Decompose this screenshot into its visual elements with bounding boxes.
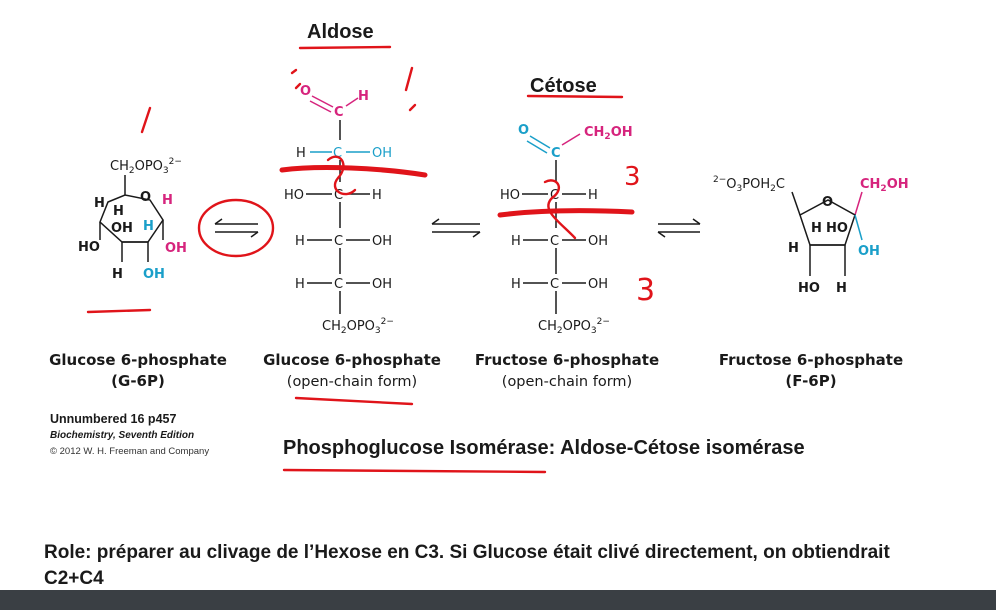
svg-text:H: H — [296, 146, 306, 161]
video-control-bar[interactable] — [0, 590, 996, 610]
enzyme-title: Phosphoglucose Isomérase: Aldose-Cétose … — [283, 437, 805, 459]
cut-mark-cetose — [543, 179, 577, 240]
svg-text:OH: OH — [372, 146, 392, 161]
reaction-diagram: Aldose Cétose CH2OPO32− O H H OH H H OH … — [49, 21, 909, 474]
reference-line-1: Unnumbered 16 p457 — [50, 412, 177, 426]
svg-text:H: H — [113, 204, 124, 219]
svg-text:CH2OH: CH2OH — [860, 177, 909, 194]
svg-text:HO: HO — [500, 188, 520, 203]
svg-text:H: H — [94, 196, 105, 211]
svg-text:O: O — [518, 123, 529, 138]
svg-text:C: C — [550, 234, 559, 249]
svg-text:OH: OH — [111, 221, 133, 236]
svg-text:OH: OH — [588, 234, 608, 249]
svg-text:H: H — [295, 234, 305, 249]
annotation-stroke-1 — [140, 106, 152, 134]
svg-text:HO: HO — [826, 221, 848, 236]
annotation-three-top: 3 — [624, 162, 641, 192]
glucose-6-phosphate-open-chain: O C H H C OH HO C H H C OH H C OH CH2OPO — [284, 84, 394, 336]
fructose-6-phosphate-open-chain: O C CH2OH HO C H H C OH H C OH CH2OPO32− — [500, 123, 633, 336]
svg-text:H: H — [372, 188, 382, 203]
svg-text:H: H — [112, 267, 123, 282]
caption-g6p-open-sub: (open-chain form) — [287, 374, 417, 390]
heading-aldose: Aldose — [307, 21, 374, 43]
annotation-three-bottom: 3 — [636, 273, 655, 308]
caption-f6p-open-sub: (open-chain form) — [502, 374, 632, 390]
svg-text:H: H — [511, 277, 521, 292]
svg-text:H: H — [511, 234, 521, 249]
svg-text:OH: OH — [588, 277, 608, 292]
underline-cetose — [526, 94, 624, 99]
equilibrium-arrow-3 — [657, 218, 701, 238]
svg-text:OH: OH — [165, 241, 187, 256]
cut-mark-aldose — [326, 155, 357, 196]
svg-text:HO: HO — [78, 240, 100, 255]
svg-text:O: O — [822, 195, 833, 210]
annotation-dashes — [290, 68, 302, 90]
caption-g6p-sub: (G-6P) — [111, 372, 165, 390]
svg-text:OH: OH — [858, 244, 880, 259]
svg-text:C: C — [334, 277, 343, 292]
svg-text:OH: OH — [372, 277, 392, 292]
svg-text:HO: HO — [284, 188, 304, 203]
svg-text:CH2OPO32−: CH2OPO32− — [538, 317, 610, 336]
svg-text:H: H — [836, 281, 847, 296]
caption-f6p-title: Fructose 6-phosphate — [719, 351, 903, 369]
svg-text:H: H — [358, 89, 369, 104]
annotation-dot — [408, 103, 417, 112]
cut-line-cetose — [497, 208, 635, 218]
svg-text:O: O — [300, 84, 311, 99]
svg-text:CH2OPO32−: CH2OPO32− — [322, 317, 394, 336]
svg-text:HO: HO — [798, 281, 820, 296]
svg-text:H: H — [143, 219, 154, 234]
equilibrium-arrow-2 — [431, 218, 481, 238]
underline-open-chain — [294, 396, 414, 406]
heading-cetose: Cétose — [530, 75, 597, 97]
svg-text:C: C — [334, 105, 344, 120]
reference-line-2: Biochemistry, Seventh Edition — [50, 430, 195, 441]
underline-aldose — [298, 45, 392, 50]
svg-text:C: C — [551, 146, 561, 161]
glucose-6-phosphate-ring: CH2OPO32− O H H OH H H OH HO H OH — [78, 157, 187, 282]
svg-text:H: H — [162, 193, 173, 208]
svg-text:C: C — [334, 188, 343, 203]
svg-text:H: H — [295, 277, 305, 292]
svg-text:H: H — [788, 241, 799, 256]
svg-text:H: H — [588, 188, 598, 203]
svg-text:O: O — [140, 190, 151, 205]
svg-text:H: H — [811, 221, 822, 236]
svg-text:C: C — [550, 277, 559, 292]
caption-g6p-title: Glucose 6-phosphate — [49, 351, 227, 369]
svg-text:CH2OPO32−: CH2OPO32− — [110, 157, 182, 176]
role-text: Role: préparer au clivage de l’Hexose en… — [44, 542, 890, 589]
cut-line-aldose — [279, 165, 428, 178]
svg-text:2−O3POH2C: 2−O3POH2C — [713, 175, 785, 194]
annotation-stroke-2 — [404, 66, 414, 92]
svg-text:C: C — [333, 146, 342, 161]
svg-text:OH: OH — [372, 234, 392, 249]
caption-g6p-open-title: Glucose 6-phosphate — [263, 351, 441, 369]
circle-annotation — [197, 198, 275, 258]
underline-glucose-ring — [86, 308, 152, 314]
equilibrium-arrow-1 — [214, 218, 259, 238]
fructose-6-phosphate-ring: 2−O3POH2C CH2OH O H HO H OH HO H — [713, 175, 909, 296]
reference-line-3: © 2012 W. H. Freeman and Company — [50, 446, 210, 457]
underline-enzyme — [282, 468, 547, 474]
svg-text:OH: OH — [143, 267, 165, 282]
svg-text:C: C — [334, 234, 343, 249]
caption-f6p-sub: (F-6P) — [785, 372, 836, 390]
svg-text:CH2OH: CH2OH — [584, 125, 633, 142]
caption-f6p-open-title: Fructose 6-phosphate — [475, 351, 659, 369]
